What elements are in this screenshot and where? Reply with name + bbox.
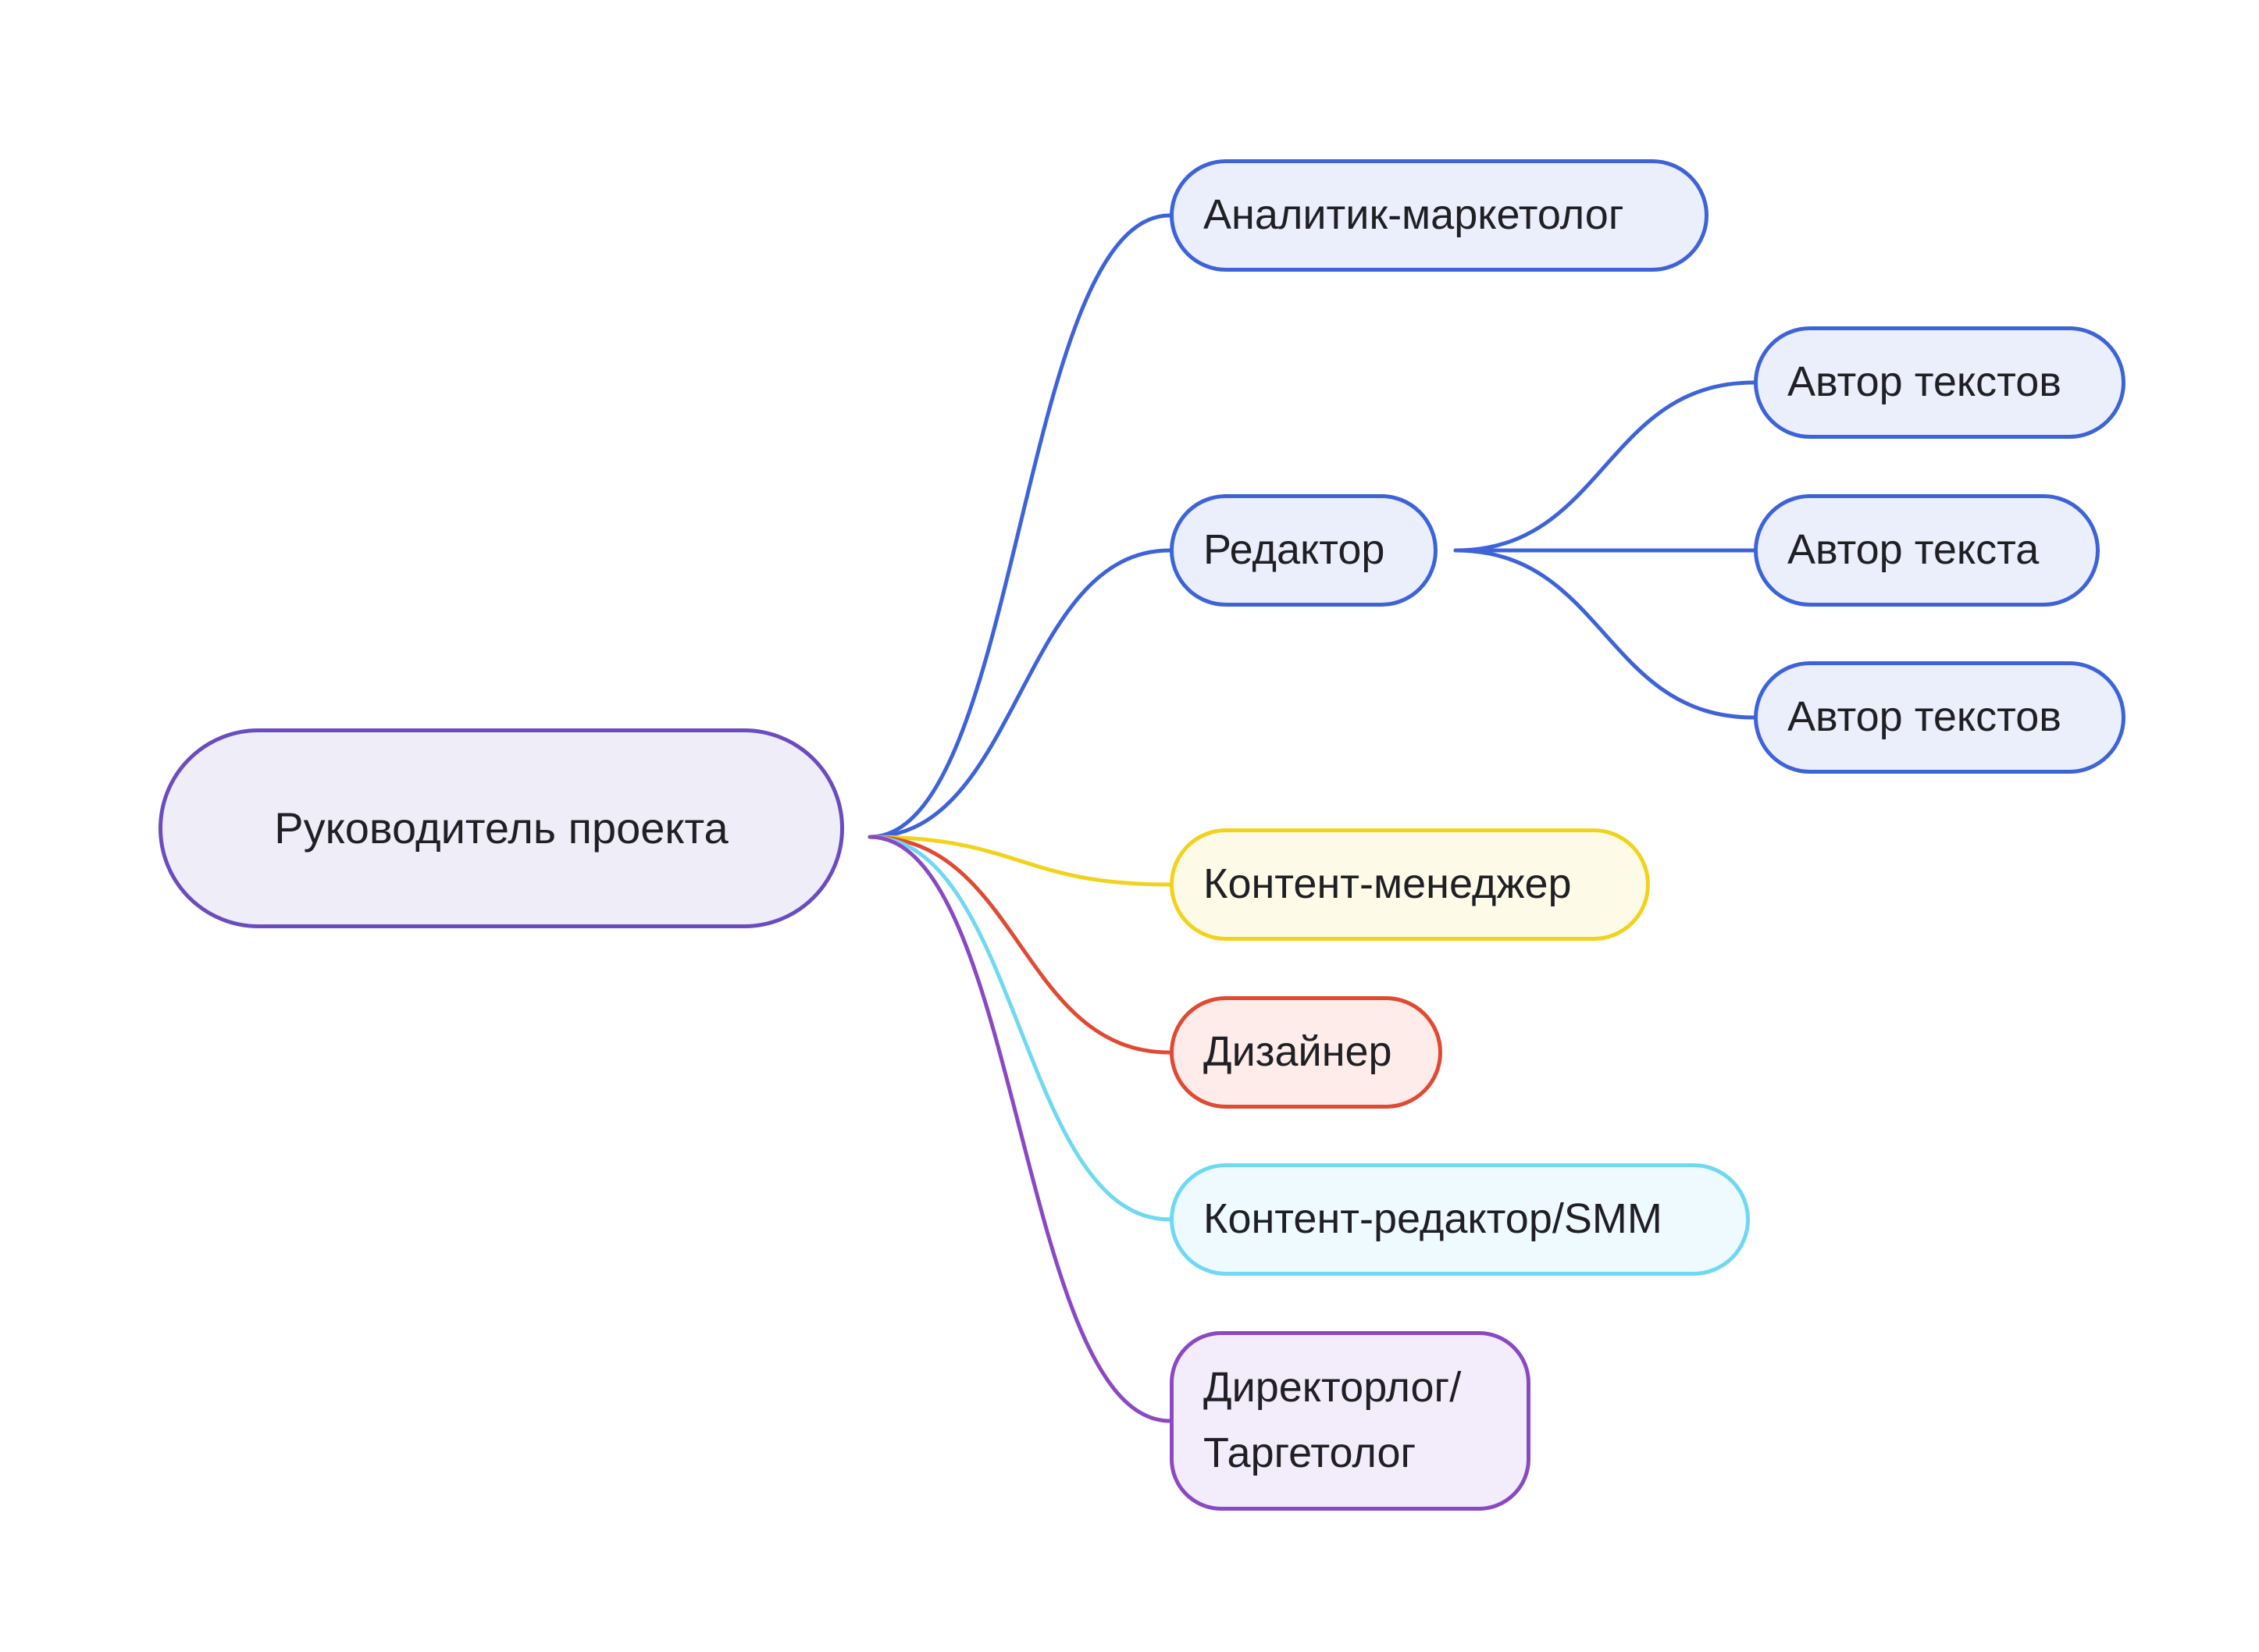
node-content-editor-smm-label: Контент-редактор/SMM	[1203, 1195, 1662, 1243]
node-author-text-2[interactable]: Автор текста	[1754, 494, 2100, 607]
node-director-targetologist[interactable]: Директорлог/ Таргетолог	[1170, 1331, 1530, 1511]
node-content-manager-label: Контент-менеджер	[1203, 860, 1572, 908]
node-director-targetologist-label: Директорлог/ Таргетолог	[1203, 1355, 1461, 1486]
node-author-texts-1[interactable]: Автор текстов	[1754, 326, 2125, 439]
edge-root-director	[868, 835, 1172, 1423]
edge-root-editor	[868, 548, 1172, 839]
edge-root-smm	[868, 835, 1172, 1222]
node-designer-label: Дизайнер	[1203, 1028, 1392, 1076]
node-author-text-2-label: Автор текста	[1787, 526, 2040, 574]
root-node-label: Руководитель проекта	[274, 803, 729, 853]
edge-root-analyst	[868, 213, 1172, 839]
node-editor[interactable]: Редактор	[1170, 494, 1438, 607]
node-editor-label: Редактор	[1203, 526, 1385, 574]
node-designer[interactable]: Дизайнер	[1170, 996, 1442, 1109]
root-node-project-manager[interactable]: Руководитель проекта	[159, 728, 844, 928]
node-content-manager[interactable]: Контент-менеджер	[1170, 828, 1650, 941]
node-director-line-2: Таргетолог	[1203, 1429, 1416, 1476]
node-author-texts-3[interactable]: Автор текстов	[1754, 661, 2125, 774]
edge-root-content-manager	[868, 835, 1172, 887]
node-analyst-marketer-label: Аналитик-маркетолог	[1203, 191, 1624, 239]
node-content-editor-smm[interactable]: Контент-редактор/SMM	[1170, 1163, 1750, 1276]
node-author-texts-3-label: Автор текстов	[1787, 693, 2061, 741]
node-director-line-1: Директорлог/	[1203, 1364, 1462, 1412]
node-author-texts-1-label: Автор текстов	[1787, 358, 2061, 406]
edge-editor-author-3	[1453, 548, 1756, 720]
node-analyst-marketer[interactable]: Аналитик-маркетолог	[1170, 159, 1709, 272]
edge-editor-author-1	[1453, 380, 1756, 553]
edge-root-designer	[868, 835, 1172, 1055]
